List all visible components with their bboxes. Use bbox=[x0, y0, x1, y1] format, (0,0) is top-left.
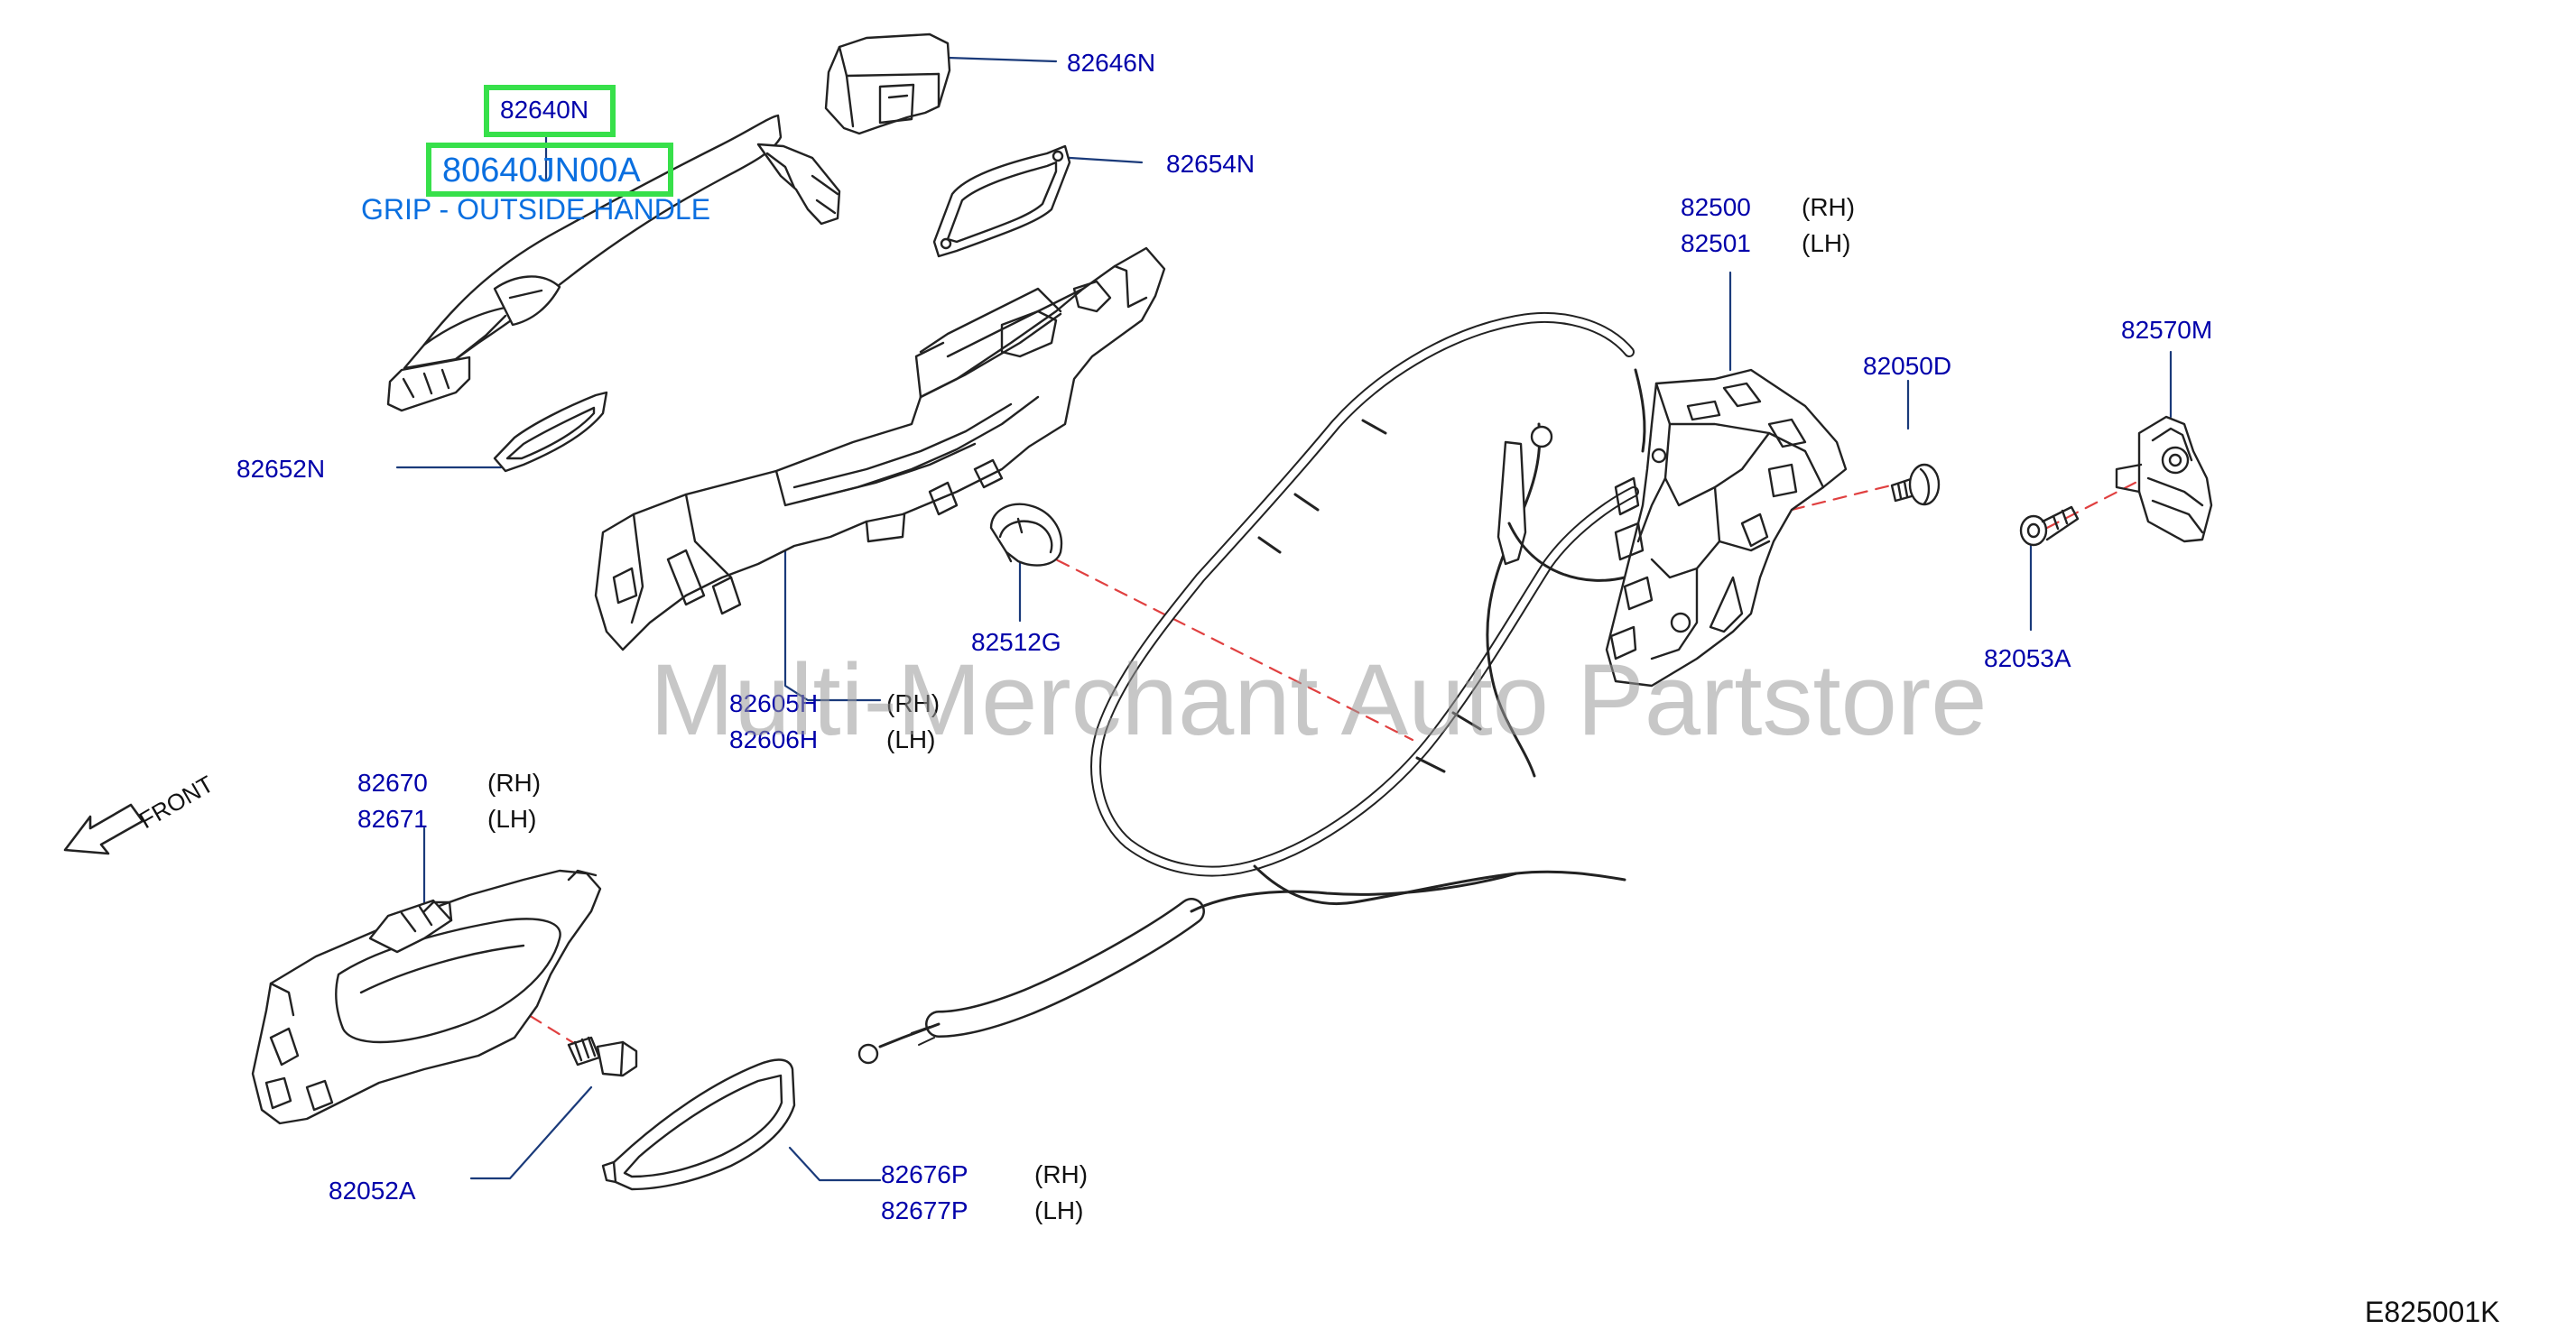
door-striker bbox=[2115, 415, 2213, 543]
side-lh-82606H: (LH) bbox=[886, 725, 936, 753]
part-label-82652N[interactable]: 82652N bbox=[236, 455, 326, 483]
inside-door-handle bbox=[251, 869, 602, 1125]
part-label-82501[interactable]: 82501 bbox=[1681, 229, 1751, 257]
side-rh-82676P: (RH) bbox=[1034, 1160, 1089, 1188]
front-direction-arrow-icon bbox=[63, 803, 144, 855]
handle-gasket-front bbox=[932, 144, 1071, 258]
diagram-id: E825001K bbox=[2365, 1296, 2500, 1328]
part-label-82670[interactable]: 82670 bbox=[357, 769, 428, 797]
side-lh-82501: (LH) bbox=[1802, 229, 1851, 257]
leader-82646N bbox=[946, 56, 1058, 63]
part-label-82512G[interactable]: 82512G bbox=[971, 628, 1061, 656]
handle-bracket-frame bbox=[594, 246, 1166, 651]
highlight-box-part-code bbox=[484, 85, 616, 137]
part-label-82671[interactable]: 82671 bbox=[357, 805, 428, 833]
part-label-82646N[interactable]: 82646N bbox=[1067, 49, 1156, 77]
door-lock-actuator bbox=[1605, 368, 1848, 688]
part-label-82570M[interactable]: 82570M bbox=[2121, 316, 2213, 344]
part-label-82500[interactable]: 82500 bbox=[1681, 193, 1751, 221]
leader-lines bbox=[395, 56, 2173, 1182]
part-label-82654N[interactable]: 82654N bbox=[1166, 150, 1256, 178]
leader-82605H bbox=[783, 540, 882, 702]
part-label-82605H[interactable]: 82605H bbox=[729, 689, 819, 717]
store-watermark: Multi-Merchant Auto Partstore bbox=[650, 643, 1988, 756]
striker-bolt bbox=[2019, 505, 2080, 547]
leader-82052A bbox=[469, 1085, 593, 1180]
part-label-82677P[interactable]: 82677P bbox=[881, 1196, 968, 1224]
cable-clip bbox=[989, 503, 1063, 567]
part-label-82052A[interactable]: 82052A bbox=[329, 1177, 416, 1205]
leader-82654N bbox=[1054, 155, 1144, 164]
lock-cables bbox=[857, 312, 1646, 1065]
side-lh-82671: (LH) bbox=[487, 805, 537, 833]
highlight-part-name: GRIP - OUTSIDE HANDLE bbox=[361, 193, 711, 226]
side-rh-82605H: (RH) bbox=[886, 689, 941, 717]
inner-handle-escutcheon bbox=[601, 1058, 796, 1191]
part-label-82606H[interactable]: 82606H bbox=[729, 725, 819, 753]
dash-clip-to-cable bbox=[1036, 549, 1414, 742]
outside-handle-grip bbox=[386, 114, 841, 412]
leader-82676P bbox=[788, 1146, 882, 1182]
side-rh-82670: (RH) bbox=[487, 769, 542, 797]
handle-gasket-rear bbox=[493, 391, 608, 473]
side-rh-82500: (RH) bbox=[1802, 193, 1856, 221]
part-label-82676P[interactable]: 82676P bbox=[881, 1160, 968, 1188]
inner-handle-bolt bbox=[567, 1036, 638, 1077]
side-lh-82677P: (LH) bbox=[1034, 1196, 1084, 1224]
dash-lock-to-screw bbox=[1790, 484, 1893, 512]
part-label-82053A[interactable]: 82053A bbox=[1984, 644, 2071, 672]
highlight-box-part-number bbox=[426, 143, 673, 197]
highlight-part-code[interactable]: 82640N bbox=[500, 96, 589, 124]
part-label-82050D[interactable]: 82050D bbox=[1863, 352, 1952, 380]
lock-screw bbox=[1890, 463, 1941, 506]
highlight-part-number[interactable]: 80640JN00A bbox=[442, 152, 641, 189]
handle-cap bbox=[824, 32, 951, 135]
